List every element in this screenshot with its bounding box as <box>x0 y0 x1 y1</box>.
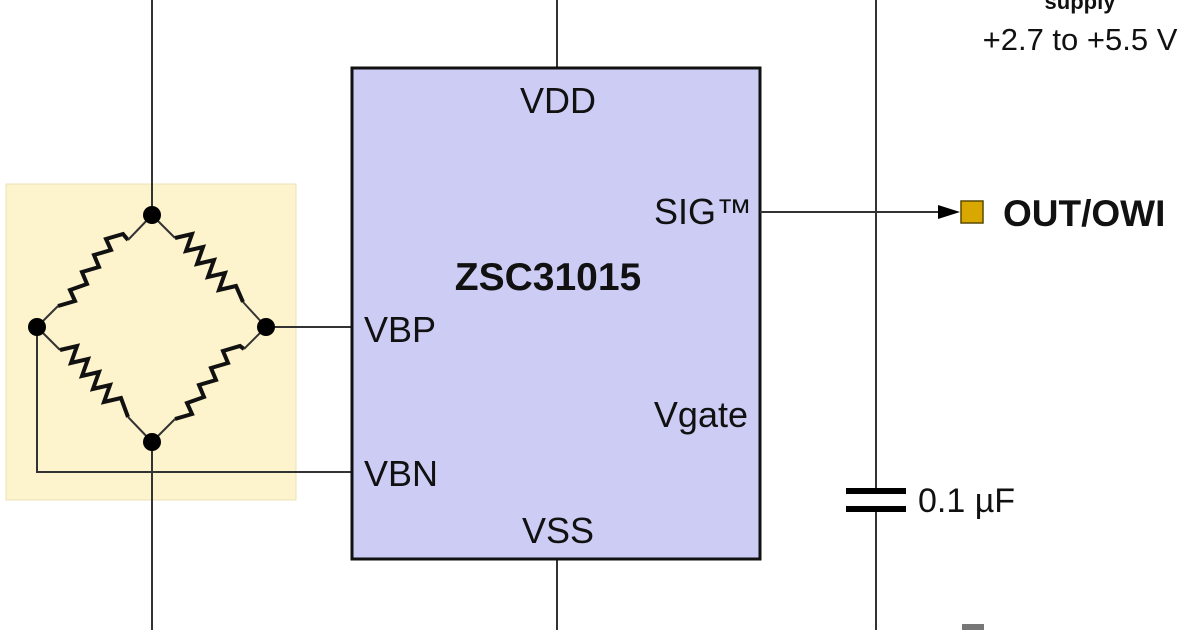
output-terminal <box>960 200 984 224</box>
ground-terminal-partial <box>962 624 984 630</box>
pin-label-vdd: VDD <box>520 80 596 121</box>
vbn-connection-wire <box>36 327 352 473</box>
capacitor-value: 0.1 µF <box>918 482 1015 520</box>
pin-label-vss: VSS <box>522 510 594 551</box>
bridge-node-right <box>257 318 275 336</box>
pin-label-vgate: Vgate <box>654 394 748 435</box>
pin-label-vbp: VBP <box>364 309 436 350</box>
bridge-node-bottom <box>143 433 161 451</box>
capacitor-symbol <box>846 488 906 512</box>
bridge-node-left <box>28 318 46 336</box>
pin-label-vbn: VBN <box>364 453 438 494</box>
chip-name: ZSC31015 <box>455 256 641 299</box>
output-arrow-icon <box>938 205 960 219</box>
bridge-node-top <box>143 206 161 224</box>
chip-body <box>350 66 762 561</box>
supply-range: +2.7 to +5.5 V <box>983 22 1178 57</box>
pin-label-sig: SIG™ <box>654 191 752 232</box>
output-label: OUT/OWI <box>1003 193 1165 234</box>
supply-title: supply <box>1045 0 1117 14</box>
